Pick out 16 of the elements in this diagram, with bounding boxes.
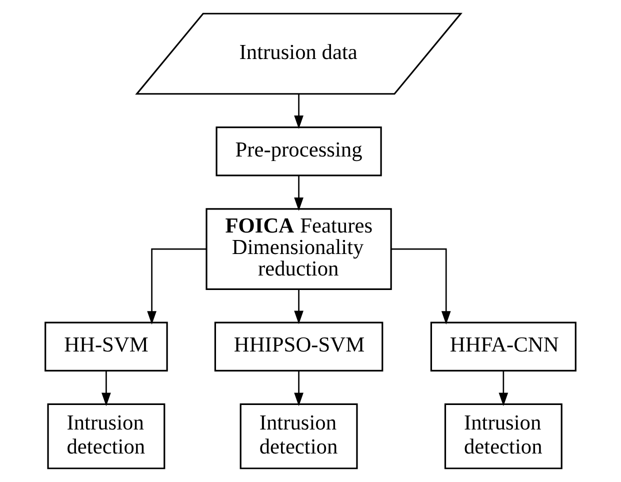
arrow xyxy=(498,371,508,406)
arrow xyxy=(294,289,304,324)
node-box: HHIPSO-SVM xyxy=(214,322,384,372)
node-box: HH-SVM xyxy=(44,322,168,372)
node-box: Intrusion detection xyxy=(444,403,562,470)
arrow xyxy=(294,176,304,211)
arrow xyxy=(147,248,206,325)
arrow xyxy=(294,94,304,129)
node-box: FOICA Features Dimensionality reduction xyxy=(206,208,392,290)
arrow xyxy=(102,371,111,406)
node-box: Pre-processing xyxy=(216,126,382,176)
node-box: Intrusion detection xyxy=(47,403,166,470)
node-box: Intrusion detection xyxy=(240,403,358,470)
node-box: HHFA-CNN xyxy=(430,322,576,372)
arrow xyxy=(391,248,451,325)
arrow xyxy=(294,371,304,406)
